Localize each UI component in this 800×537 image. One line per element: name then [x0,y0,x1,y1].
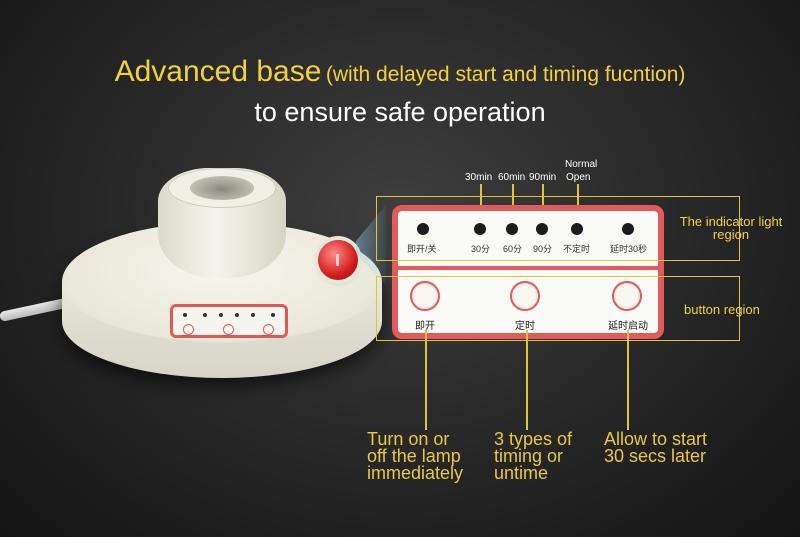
button-region-box [376,276,740,341]
mini-control-panel [170,304,288,338]
button-label-instant: 即开 [415,321,435,332]
button-region-label: button region [684,302,760,317]
label-90min: 90min [529,172,557,183]
led-instant [417,223,429,235]
led-label-untimed: 不定时 [563,244,591,254]
headline: Advanced base (with delayed start and ti… [0,55,800,89]
caption-instant: Turn on or off the lamp immediately [367,429,464,483]
subheadline: to ensure safe operation [254,97,546,127]
led-30min [474,223,486,235]
label-open: Open [566,172,591,183]
caption-delay: Allow to start 30 secs later [604,429,708,466]
led-delay30s [622,223,634,235]
led-label-delay: 延时30秒 [610,244,648,254]
caption-timer: 3 types of timing or untime [494,429,573,483]
timer-button [510,281,540,311]
label-30min: 30min [465,172,493,183]
led-label-60: 60分 [503,244,523,254]
lamp-socket-rim [168,168,276,208]
led-90min [536,223,548,235]
instant-button [410,281,440,311]
label-normal: Normal [565,159,598,170]
led-untimed [571,223,583,235]
label-60min: 60min [498,172,526,183]
headline-main: Advanced base [114,55,322,88]
panel-divider [392,266,664,270]
delay-start-button [612,281,642,311]
led-60min [506,223,518,235]
led-label-instant: 即开/关 [407,244,437,254]
button-label-delay: 延时启动 [608,321,648,332]
led-label-90: 90分 [533,244,553,254]
headline-paren: (with delayed start and timing fucntion) [325,63,686,86]
control-panel [392,205,664,339]
indicator-region-label: The indicator light region [679,214,783,242]
rocker-switch [318,240,358,280]
indicator-region-box [376,196,740,261]
lamp-socket-hole [190,176,254,200]
button-label-timer: 定时 [515,321,535,332]
led-label-30: 30分 [471,244,491,254]
